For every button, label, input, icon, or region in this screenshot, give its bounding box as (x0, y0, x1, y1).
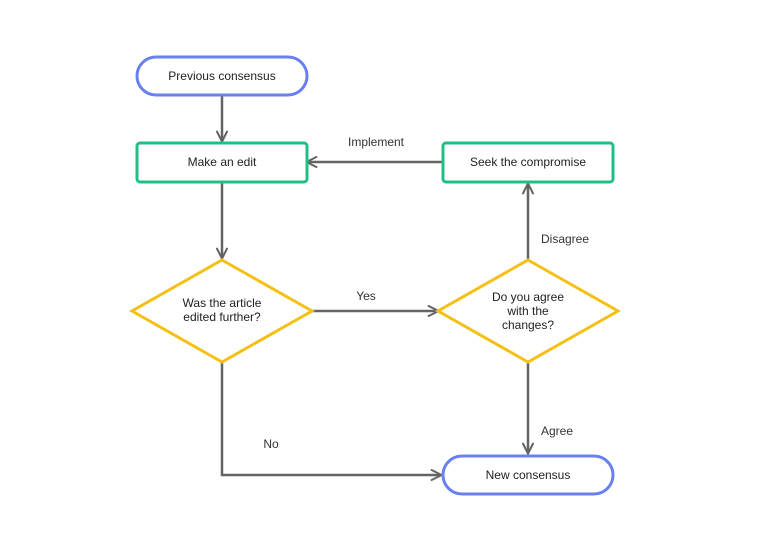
process-shape (135, 141, 309, 184)
edge-label-yes: Yes (356, 289, 376, 303)
node-label-line-3: changes? (502, 318, 554, 332)
edge-label-disagree: Disagree (541, 232, 589, 246)
node-label-line-2: with the (506, 304, 549, 318)
edge-labels: Implement Yes Disagree Agree No (263, 135, 589, 451)
edge-label-agree: Agree (541, 424, 573, 438)
node-label: Make an edit (188, 155, 257, 169)
node-agree-changes: Do you agree with the changes? (434, 258, 622, 364)
node-label: Seek the compromise (470, 155, 586, 169)
connectors (216, 96, 534, 481)
terminal-shape (441, 454, 615, 496)
node-edited-further: Was the article edited further? (128, 258, 316, 364)
node-label-line-1: Do you agree (492, 290, 564, 304)
node-label: Previous consensus (168, 69, 275, 83)
process-shape (441, 141, 615, 184)
node-label: New consensus (486, 468, 571, 482)
decision-shape (434, 258, 622, 364)
edge-label-implement: Implement (348, 135, 405, 149)
edge-label-no: No (263, 437, 279, 451)
node-previous-consensus: Previous consensus (135, 55, 309, 97)
arrow-no (220, 363, 443, 481)
decision-shape (128, 258, 316, 364)
node-label-line-2: edited further? (183, 310, 261, 324)
node-label-line-1: Was the article (183, 296, 262, 310)
node-make-edit: Make an edit (135, 141, 309, 184)
terminal-shape (135, 55, 309, 97)
node-new-consensus: New consensus (441, 454, 615, 496)
node-seek-compromise: Seek the compromise (441, 141, 615, 184)
